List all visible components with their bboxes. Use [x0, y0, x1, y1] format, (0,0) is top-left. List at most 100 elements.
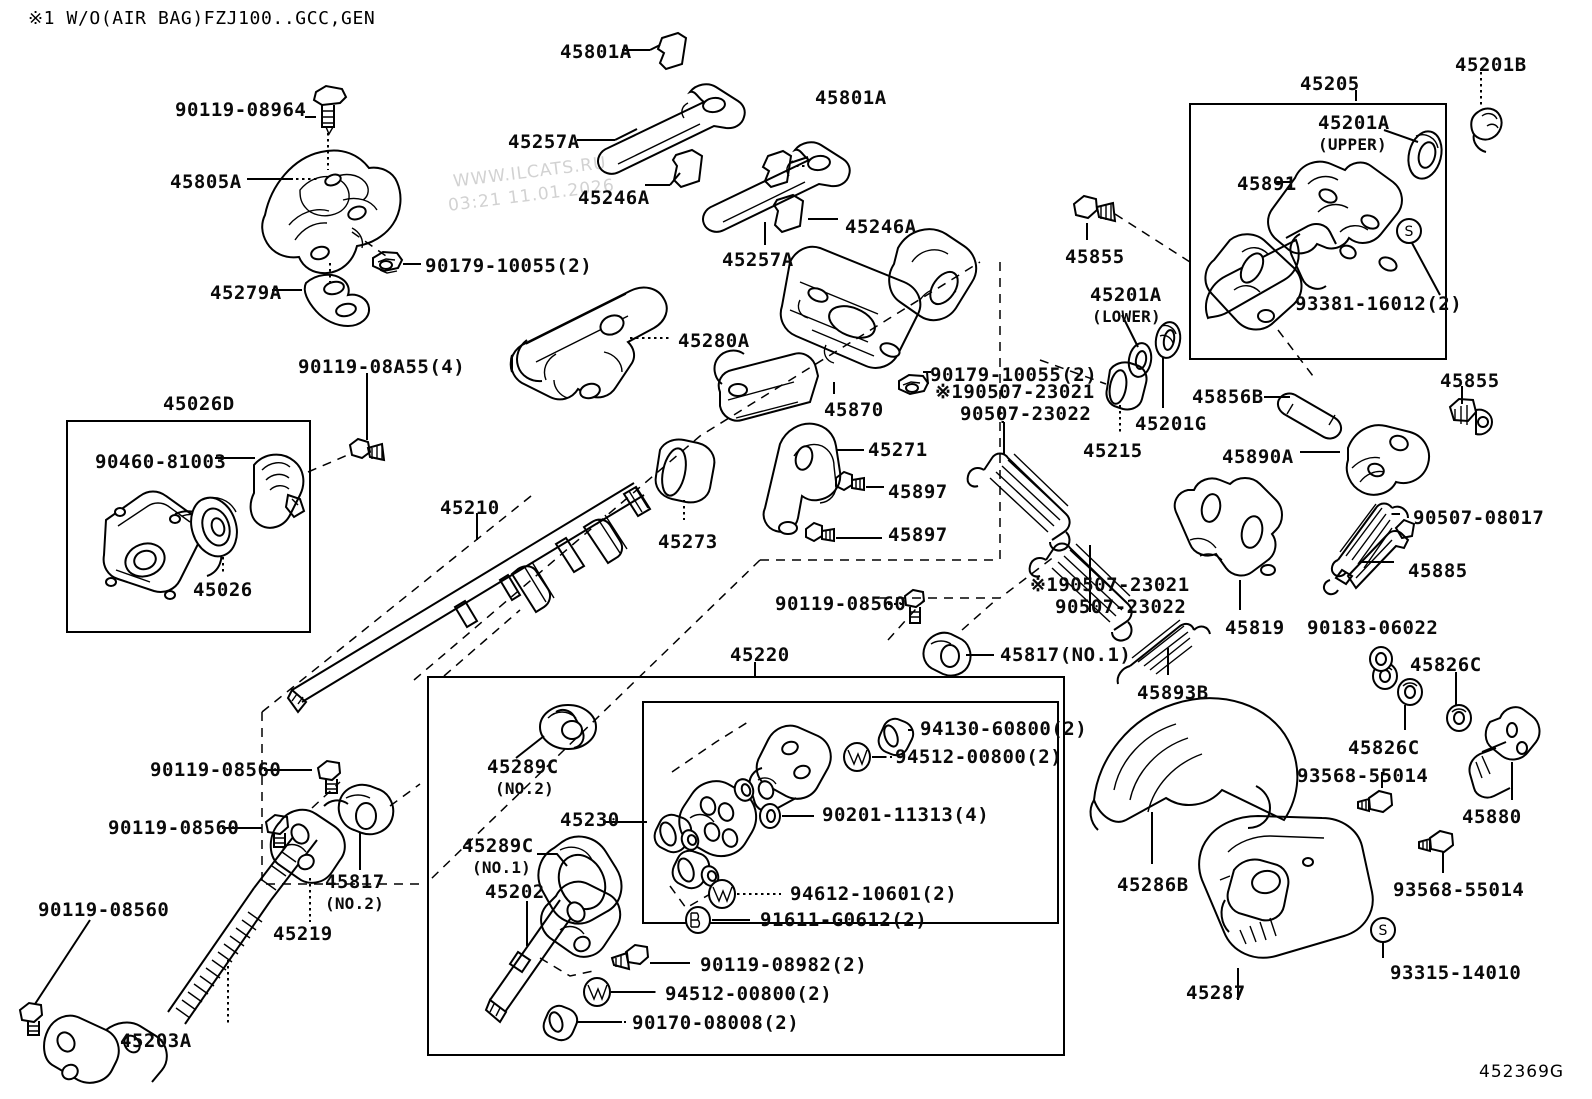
group-box-45026D [66, 420, 311, 633]
callout-45246A-2: 45246A [845, 216, 917, 238]
callout-45215: 45215 [1083, 440, 1143, 462]
group-box-45230 [642, 701, 1059, 924]
callout-90119-08560-d: 90119-08560 [38, 899, 170, 921]
callout-45205: 45205 [1300, 73, 1360, 95]
part-45890A-lever [1347, 425, 1429, 495]
header-note: ※1 W/O(AIR BAG)FZJ100..GCC,GEN [28, 8, 376, 29]
part-45856B-pin [1278, 394, 1341, 439]
callout-45230: 45230 [560, 809, 620, 831]
callout-45819: 45819 [1225, 617, 1285, 639]
callout-93381-16012: 93381-16012(2) [1295, 293, 1463, 315]
part-90119-08A55-bolt [350, 439, 384, 460]
part-94512-00800-washer-bottom [584, 978, 610, 1006]
part-45202-shaft [486, 882, 620, 1022]
callout-45280A: 45280A [678, 330, 750, 352]
callout-45289C-no1-sub: (NO.1) [472, 858, 531, 877]
part-90201-11313-washer [760, 804, 780, 828]
callout-45289C-no2-sub: (NO.2) [495, 779, 554, 798]
part-45257A-lever-2 [703, 142, 850, 232]
callout-90170-08008: 90170-08008(2) [632, 1012, 800, 1034]
callout-90119-08982: 90119-08982(2) [700, 954, 868, 976]
callout-90119-08964: 90119-08964 [175, 99, 307, 121]
part-90119-08560-bolt-a [905, 590, 924, 623]
part-45819-bracket [1175, 478, 1282, 575]
part-90119-08560-bolt-c [266, 815, 288, 847]
callout-45220: 45220 [730, 644, 790, 666]
callout-45855-right: 45855 [1440, 370, 1500, 392]
callout-45026D: 45026D [163, 393, 235, 415]
part-45287-cover [1199, 816, 1373, 958]
part-45897-screw-2 [806, 523, 834, 541]
callout-190507-23021-2: ※190507-23021 [1030, 574, 1190, 596]
part-45026-bushing [184, 492, 244, 563]
part-45230-bushings [655, 777, 757, 889]
callout-45897-2: 45897 [888, 524, 948, 546]
part-45817-no2 [339, 785, 393, 834]
part-45201A-lower-washer [1126, 341, 1154, 378]
callout-45257A-1: 45257A [508, 131, 580, 153]
callout-45289C-no2: 45289C [487, 756, 559, 778]
diagram-id: 452369G [1479, 1062, 1565, 1082]
part-91611-G0612-bolt [686, 907, 710, 933]
callout-45891: 45891 [1237, 173, 1297, 195]
callout-94512-00800-bottom: 94512-00800(2) [665, 983, 833, 1005]
part-45801A-tab-1 [658, 33, 686, 69]
part-45201-shaft-yoke [1205, 224, 1336, 330]
callout-45817-no2-sub: (NO.2) [325, 894, 384, 913]
part-45280A-housing [511, 288, 667, 401]
part-45893B-spring [1118, 620, 1210, 684]
callout-45897-1: 45897 [888, 481, 948, 503]
callout-45880: 45880 [1462, 806, 1522, 828]
callout-90201-11313: 90201-11313(4) [822, 804, 990, 826]
callout-45826C-1: 45826C [1410, 654, 1482, 676]
part-90119-08560-bolt-d [20, 1003, 42, 1035]
svg-text:S: S [1405, 224, 1414, 240]
callout-45826C-2: 45826C [1348, 737, 1420, 759]
part-45817-no1 [923, 633, 970, 676]
part-45805A-bracket [262, 150, 400, 273]
part-90179-10055-nut-top [373, 252, 402, 273]
callout-190507-23021-1: ※190507-23021 [935, 381, 1095, 403]
callout-94130-60800: 94130-60800(2) [920, 718, 1088, 740]
callout-45201A-lower: 45201A [1090, 284, 1162, 306]
part-90507-08017-spring [1332, 504, 1408, 577]
callout-90179-10055-top: 90179-10055(2) [425, 255, 593, 277]
callout-93568-55014-1: 93568-55014 [1297, 765, 1429, 787]
marker-S-1 [1397, 219, 1421, 243]
part-190507-23021-spring-2 [1030, 544, 1132, 641]
part-45271-clamp [764, 424, 841, 534]
part-45897-screw-1 [836, 472, 864, 490]
part-45855-bolt-mid [1074, 196, 1115, 221]
callout-90119-08A55: 90119-08A55(4) [298, 356, 466, 378]
callout-45817-no2: 45817 [325, 871, 385, 893]
callout-45289C-no1: 45289C [462, 835, 534, 857]
part-45826C-grommet-2 [1398, 679, 1422, 705]
callout-90460-81003: 90460-81003 [95, 451, 227, 473]
part-45273-bushing [656, 439, 715, 502]
callout-45257A-2: 45257A [722, 249, 794, 271]
callout-45201G: 45201G [1135, 413, 1207, 435]
callout-45817-no1: 45817(NO.1) [1000, 644, 1132, 666]
callout-91611-G0612: 91611-G0612(2) [760, 909, 928, 931]
part-45801A-tab-2 [763, 151, 791, 187]
callout-93568-55014-2: 93568-55014 [1393, 879, 1525, 901]
part-45026-flange [104, 492, 222, 600]
callout-45287: 45287 [1186, 982, 1246, 1004]
callout-45210: 45210 [440, 497, 500, 519]
part-94130-60800-bushing [879, 719, 914, 755]
callout-45201A-upper: 45201A [1318, 112, 1390, 134]
part-90179-10055-nut-mid [899, 375, 928, 394]
svg-text:S: S [1379, 923, 1388, 939]
callout-94512-00800-inner: 94512-00800(2) [895, 746, 1063, 768]
part-45246A-bush-2 [774, 195, 803, 232]
callout-90507-23022-1: 90507-23022 [960, 403, 1092, 425]
part-45870-bracket [715, 229, 977, 421]
callout-90119-08560-b: 90119-08560 [150, 759, 282, 781]
part-45246A-bush-1 [673, 150, 702, 187]
callout-94612-10601: 94612-10601(2) [790, 883, 958, 905]
callout-90119-08560-c: 90119-08560 [108, 817, 240, 839]
part-90119-08964-bolt [305, 86, 346, 134]
part-45215-bushing [1106, 362, 1146, 409]
